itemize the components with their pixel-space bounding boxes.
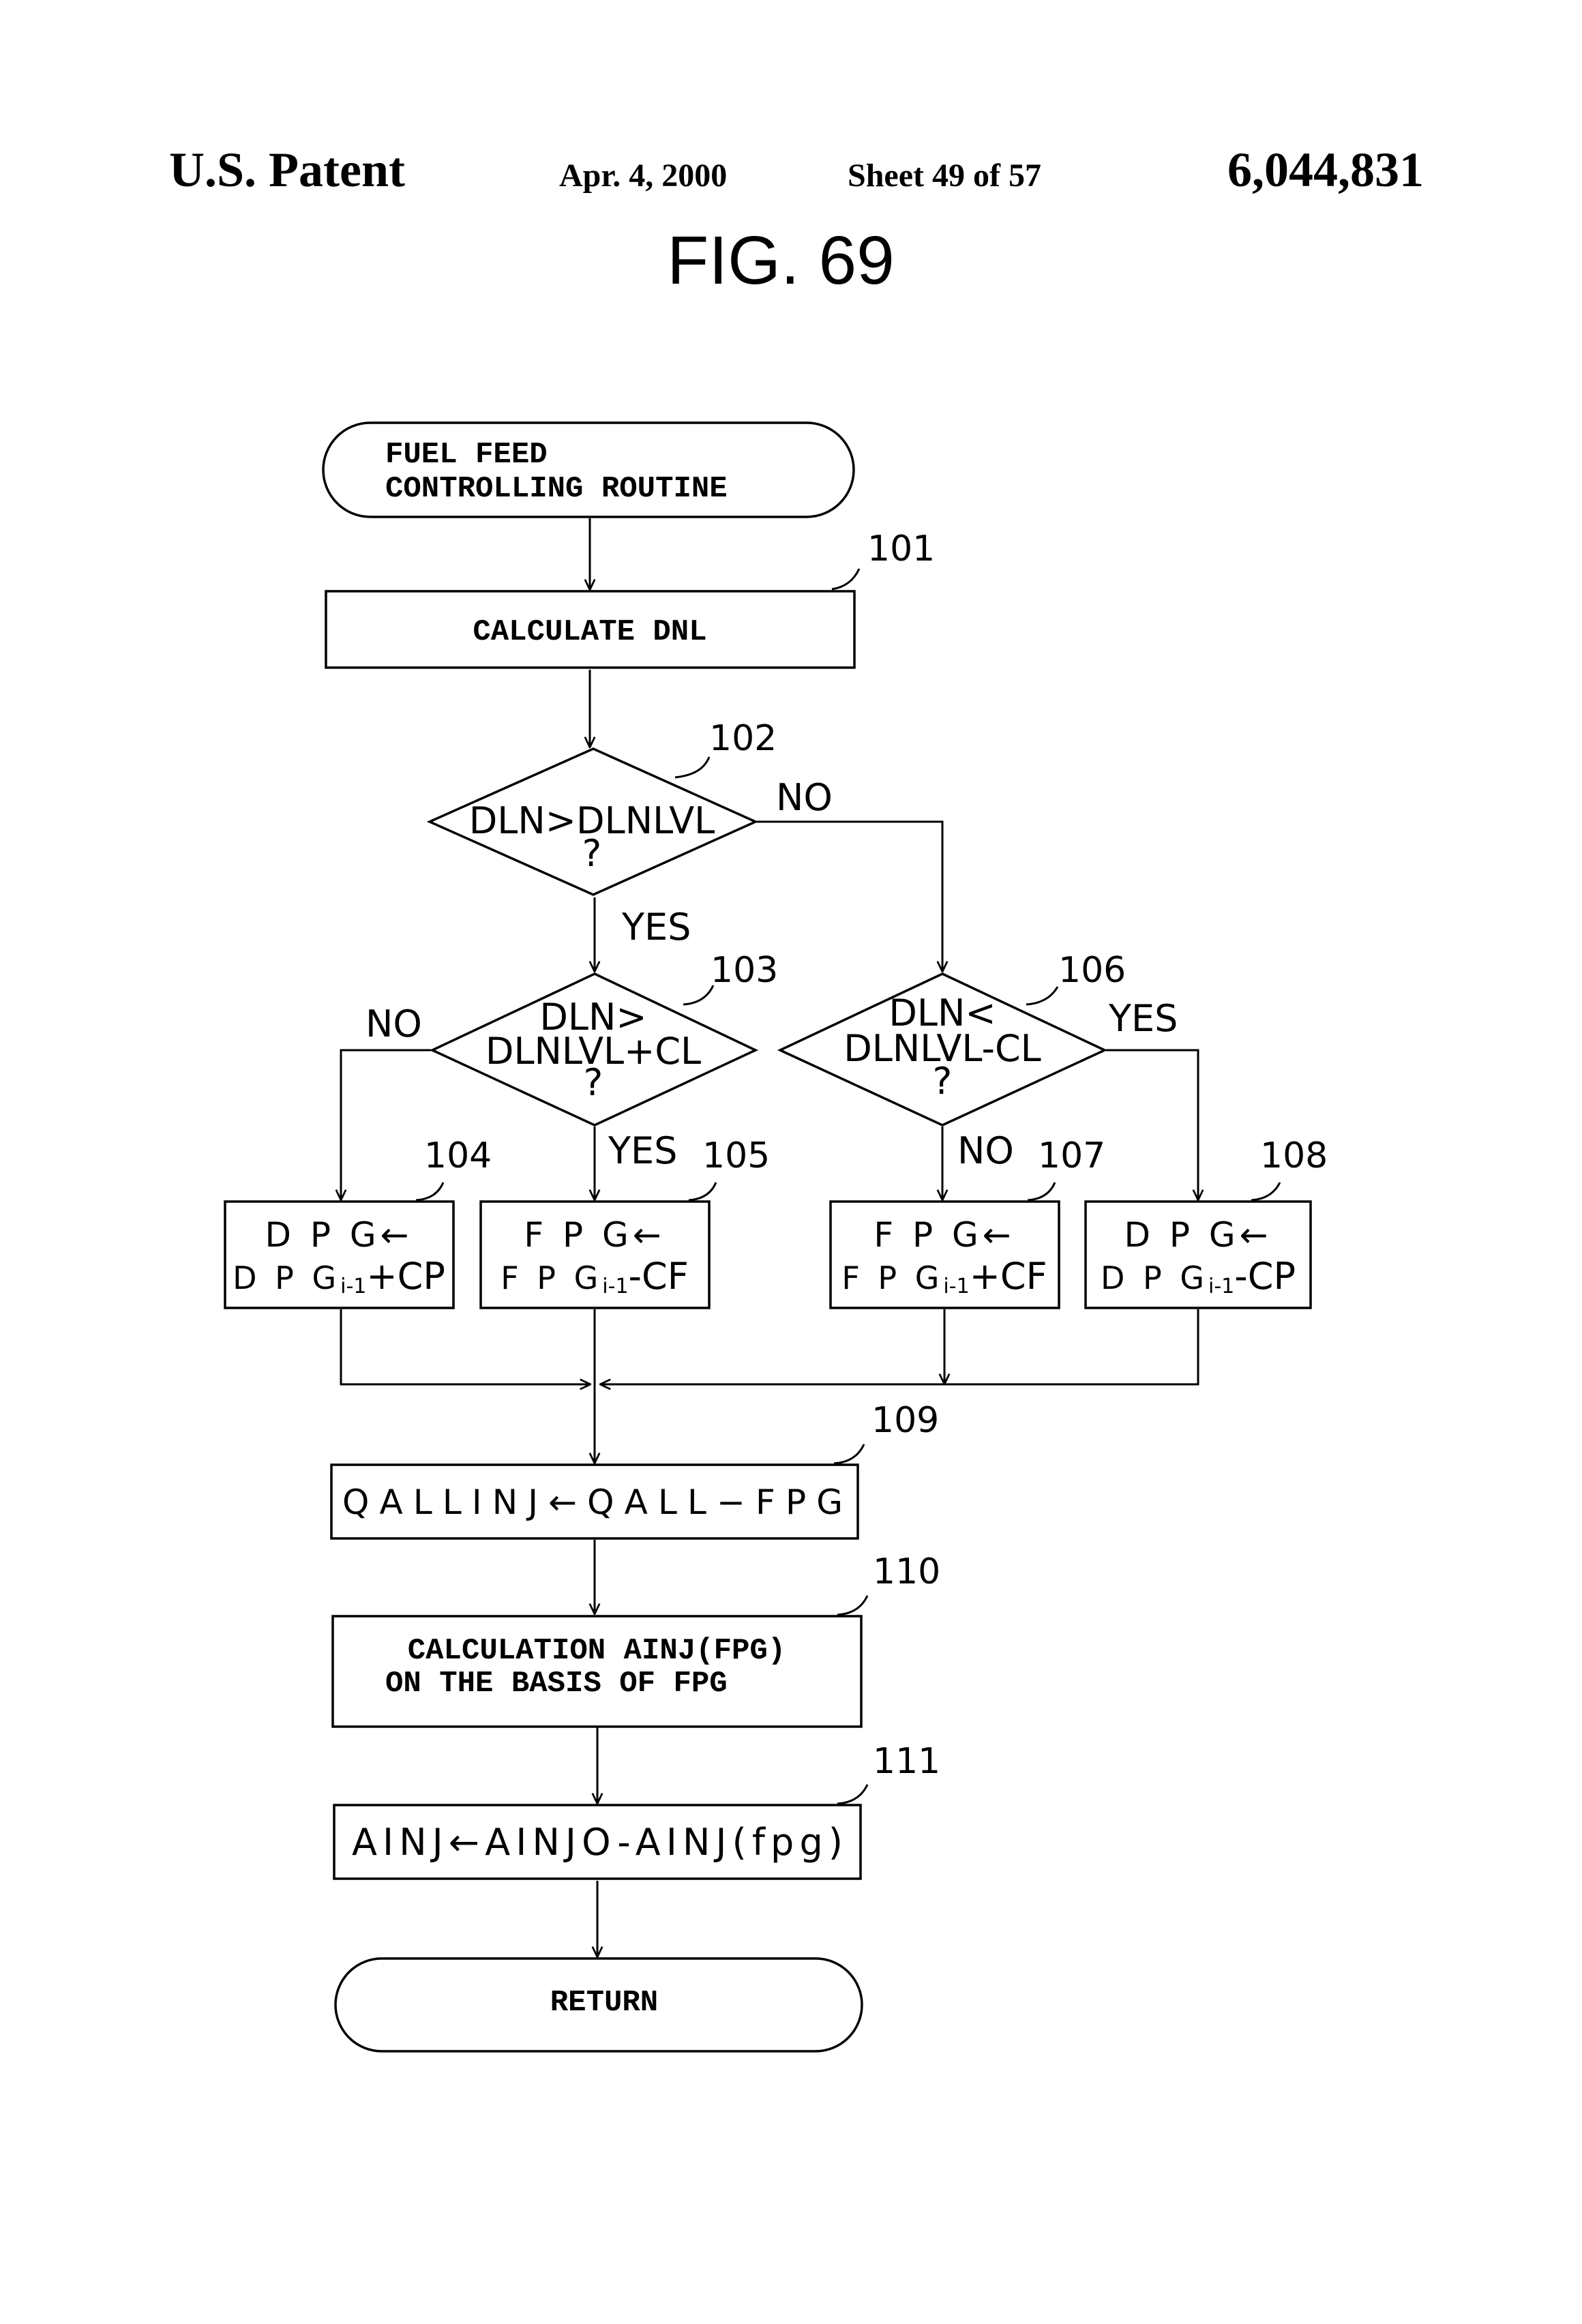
ref-110: 110 [873, 1551, 940, 1592]
arrow-103-104 [341, 1050, 431, 1200]
leader-108 [1251, 1182, 1280, 1200]
merge-from-104 [341, 1309, 591, 1384]
ref-106: 106 [1058, 950, 1126, 991]
step-107-line1: F P G← [874, 1215, 1015, 1255]
step-107-line2-sub: i-1 [943, 1275, 969, 1298]
step-109-text: QALLINJ←QALL−FPG [342, 1483, 847, 1522]
decision-102: DLN>DLNLVL ? 102 NO YES [430, 718, 833, 949]
label-103-yes: YES [608, 1129, 677, 1172]
decision-106: DLN< DLNLVL-CL ? 106 YES NO [780, 950, 1178, 1172]
step-104-line2-tail: +CP [366, 1255, 445, 1298]
leader-103 [683, 985, 713, 1004]
ref-109: 109 [871, 1400, 939, 1441]
start-line2: CONTROLLING ROUTINE [385, 472, 728, 506]
step-101-text: CALCULATE DNL [473, 615, 706, 649]
step-105-line2-main: F P G [501, 1260, 602, 1296]
step-105-line1: F P G← [524, 1215, 665, 1255]
leader-102 [675, 757, 709, 777]
leader-107 [1028, 1182, 1055, 1200]
decision-106-line3: ? [933, 1060, 953, 1103]
return-text: RETURN [550, 1986, 658, 2020]
arrow-106-108 [1106, 1050, 1198, 1200]
step-108: D P G← D P Gi-1-CP 108 [1086, 1135, 1328, 1308]
leader-111 [837, 1785, 867, 1804]
step-104-line2-main: D P G [233, 1260, 340, 1296]
start-line1: FUEL FEED [385, 438, 548, 472]
step-107-line2-tail: +CF [970, 1255, 1047, 1298]
ref-104: 104 [424, 1135, 492, 1176]
step-104-line2: D P Gi-1+CP [233, 1255, 445, 1298]
start-terminal: FUEL FEED CONTROLLING ROUTINE [323, 423, 854, 517]
step-105-line2-tail: -CF [629, 1255, 689, 1298]
return-terminal: RETURN [335, 1958, 862, 2051]
label-106-no: NO [957, 1129, 1014, 1172]
step-105-line2: F P Gi-1-CF [501, 1255, 689, 1298]
ref-102: 102 [709, 718, 777, 759]
label-106-yes: YES [1108, 997, 1178, 1040]
label-102-yes: YES [621, 906, 691, 949]
leader-105 [689, 1182, 716, 1200]
ref-101: 101 [867, 528, 935, 569]
step-110-line2: ON THE BASIS OF FPG [385, 1667, 728, 1701]
step-111: AINJ←AINJO-AINJ(fpg) 111 [334, 1741, 940, 1879]
leader-109 [834, 1444, 864, 1463]
step-108-line2-main: D P G [1101, 1260, 1208, 1296]
step-107-line2-main: F P G [841, 1260, 943, 1296]
leader-101 [832, 569, 859, 589]
leader-110 [837, 1596, 867, 1615]
arrow-102-106 [757, 822, 942, 972]
step-108-line2: D P Gi-1-CP [1101, 1255, 1296, 1298]
ref-105: 105 [702, 1135, 770, 1176]
step-108-line2-sub: i-1 [1208, 1275, 1234, 1298]
step-108-line1: D P G← [1124, 1215, 1272, 1255]
step-105-line2-sub: i-1 [602, 1275, 628, 1298]
decision-102-line2: ? [582, 832, 602, 875]
leader-106 [1026, 987, 1058, 1004]
step-104-line2-sub: i-1 [340, 1275, 366, 1298]
step-104-line1: D P G← [265, 1215, 413, 1255]
ref-111: 111 [873, 1741, 940, 1782]
label-102-no: NO [776, 776, 833, 819]
step-104: D P G← D P Gi-1+CP 104 [225, 1135, 492, 1308]
step-108-line2-tail: -CP [1234, 1255, 1296, 1298]
merge-from-108 [600, 1309, 1198, 1384]
step-110-line1: CALCULATION AINJ(FPG) [408, 1634, 786, 1668]
ref-108: 108 [1260, 1135, 1328, 1176]
step-110: CALCULATION AINJ(FPG) ON THE BASIS OF FP… [333, 1551, 940, 1727]
step-101: CALCULATE DNL 101 [326, 528, 935, 668]
ref-103: 103 [711, 950, 778, 991]
step-109: QALLINJ←QALL−FPG 109 [331, 1400, 939, 1538]
ref-107: 107 [1038, 1135, 1105, 1176]
leader-104 [416, 1182, 443, 1200]
label-103-no: NO [365, 1002, 422, 1045]
decision-103-line3: ? [584, 1061, 603, 1104]
